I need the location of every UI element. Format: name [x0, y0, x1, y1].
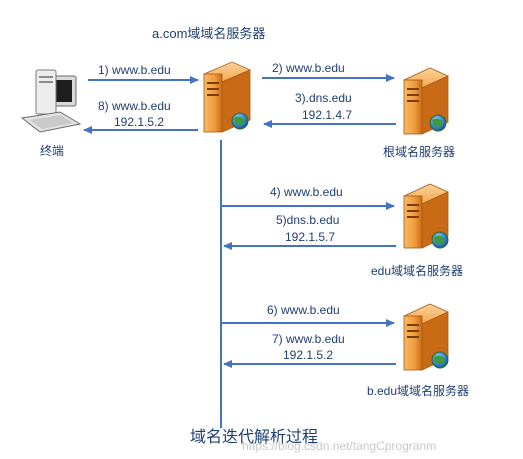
arrow-8-ip: 192.1.5.2 — [114, 115, 164, 129]
arrow-6-label: 6) www.b.edu — [267, 303, 340, 317]
root-server-label: 根域名服务器 — [383, 144, 455, 159]
computer-icon — [20, 69, 82, 133]
edu-server-icon — [403, 183, 449, 249]
dns-server-title: a.com域域名服务器 — [152, 26, 265, 41]
arrow-4-label: 4) www.b.edu — [270, 185, 343, 199]
arrow-7-ip: 192.1.5.2 — [283, 348, 333, 362]
arrow-7-label: 7) www.b.edu — [272, 332, 345, 346]
arrow-3-ip: 192.1.4.7 — [302, 108, 352, 122]
arrow-3-label: 3).dns.edu — [295, 91, 352, 105]
root-server-icon — [403, 67, 449, 135]
arrow-1-label: 1) www.b.edu — [98, 63, 171, 77]
arrow-8-label: 8) www.b.edu — [98, 99, 171, 113]
arrow-5-label: 5)dns.b.edu — [276, 213, 339, 227]
arrow-2-label: 2) www.b.edu — [272, 61, 345, 75]
terminal-label: 终端 — [40, 143, 64, 158]
acom-server-icon — [203, 61, 251, 133]
bedu-server-icon — [403, 303, 449, 371]
diagram-caption: 域名迭代解析过程 — [190, 428, 318, 446]
arrow-5-ip: 192.1.5.7 — [285, 230, 335, 244]
watermark: https://blog.csdn.net/tangCprogranm — [242, 439, 436, 453]
edu-server-label: edu域域名服务器 — [371, 263, 463, 278]
bedu-server-label: b.edu域域名服务器 — [367, 383, 469, 398]
